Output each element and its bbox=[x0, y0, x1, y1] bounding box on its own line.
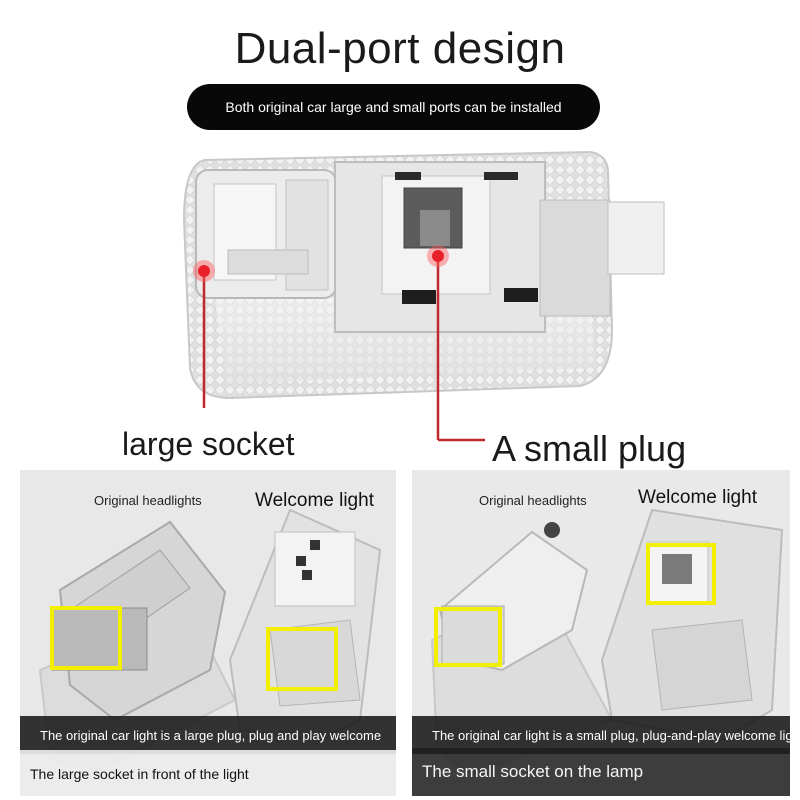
caption-text: The original car light is a large plug, … bbox=[40, 727, 382, 743]
sub-caption-band: The large socket in front of the light bbox=[20, 750, 396, 796]
callout-markers bbox=[193, 245, 485, 442]
highlight-box bbox=[50, 606, 122, 670]
large-socket-illustration bbox=[195, 169, 337, 299]
small-plug-callout: A small plug bbox=[492, 428, 687, 469]
small-plug-panel: Original headlights Welcome light The or… bbox=[412, 470, 790, 796]
large-socket-callout: large socket bbox=[122, 426, 295, 462]
product-hero-image bbox=[182, 150, 665, 442]
subtitle-pill: Both original car large and small ports … bbox=[187, 84, 600, 130]
welcome-light-label: Welcome light bbox=[638, 487, 757, 508]
original-headlights-label: Original headlights bbox=[94, 493, 202, 508]
large-plug-panel: Original headlights Welcome light The or… bbox=[20, 470, 396, 796]
caption-text: The original car light is a small plug, … bbox=[432, 727, 790, 743]
sub-caption-text: The small socket on the lamp bbox=[422, 762, 644, 781]
sub-caption-text: The large socket in front of the light bbox=[30, 766, 249, 782]
highlight-box bbox=[646, 543, 716, 605]
page-title: Dual-port design bbox=[234, 24, 566, 73]
sub-caption-band: The small socket on the lamp bbox=[412, 748, 790, 796]
small-plug-illustration bbox=[334, 161, 665, 333]
welcome-light-label: Welcome light bbox=[255, 490, 374, 511]
subtitle-text: Both original car large and small ports … bbox=[225, 99, 562, 115]
original-headlights-label: Original headlights bbox=[479, 493, 587, 508]
highlight-box bbox=[434, 607, 502, 667]
caption-band: The original car light is a small plug, … bbox=[412, 716, 790, 754]
highlight-box bbox=[266, 627, 338, 691]
caption-band: The original car light is a large plug, … bbox=[20, 716, 396, 754]
